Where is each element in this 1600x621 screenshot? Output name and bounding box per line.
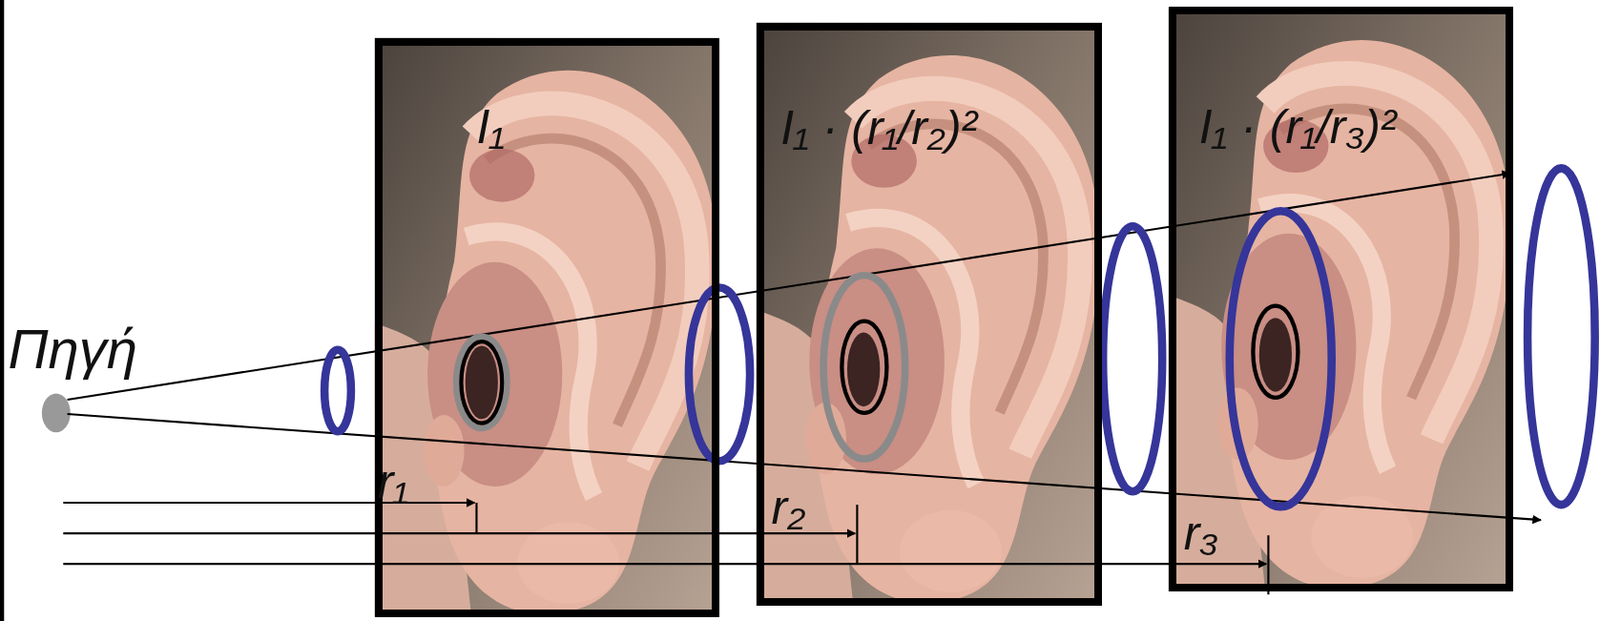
intensity-label: I₁: [476, 101, 505, 154]
source-label: Πηγή: [8, 318, 138, 380]
distance-label: r₃: [1184, 507, 1219, 561]
distance-label: r₂: [771, 481, 807, 535]
ear-panel: I₁: [374, 38, 720, 618]
ear-panel: I₁ · (r₁/r₃)²: [1168, 6, 1514, 592]
ear-panel: I₁ · (r₁/r₂)²: [756, 22, 1103, 607]
intensity-label: I₁ · (r₁/r₃)²: [1199, 101, 1397, 154]
distance-label: r₁: [377, 456, 409, 509]
intensity-label: I₁ · (r₁/r₂)²: [780, 102, 977, 155]
